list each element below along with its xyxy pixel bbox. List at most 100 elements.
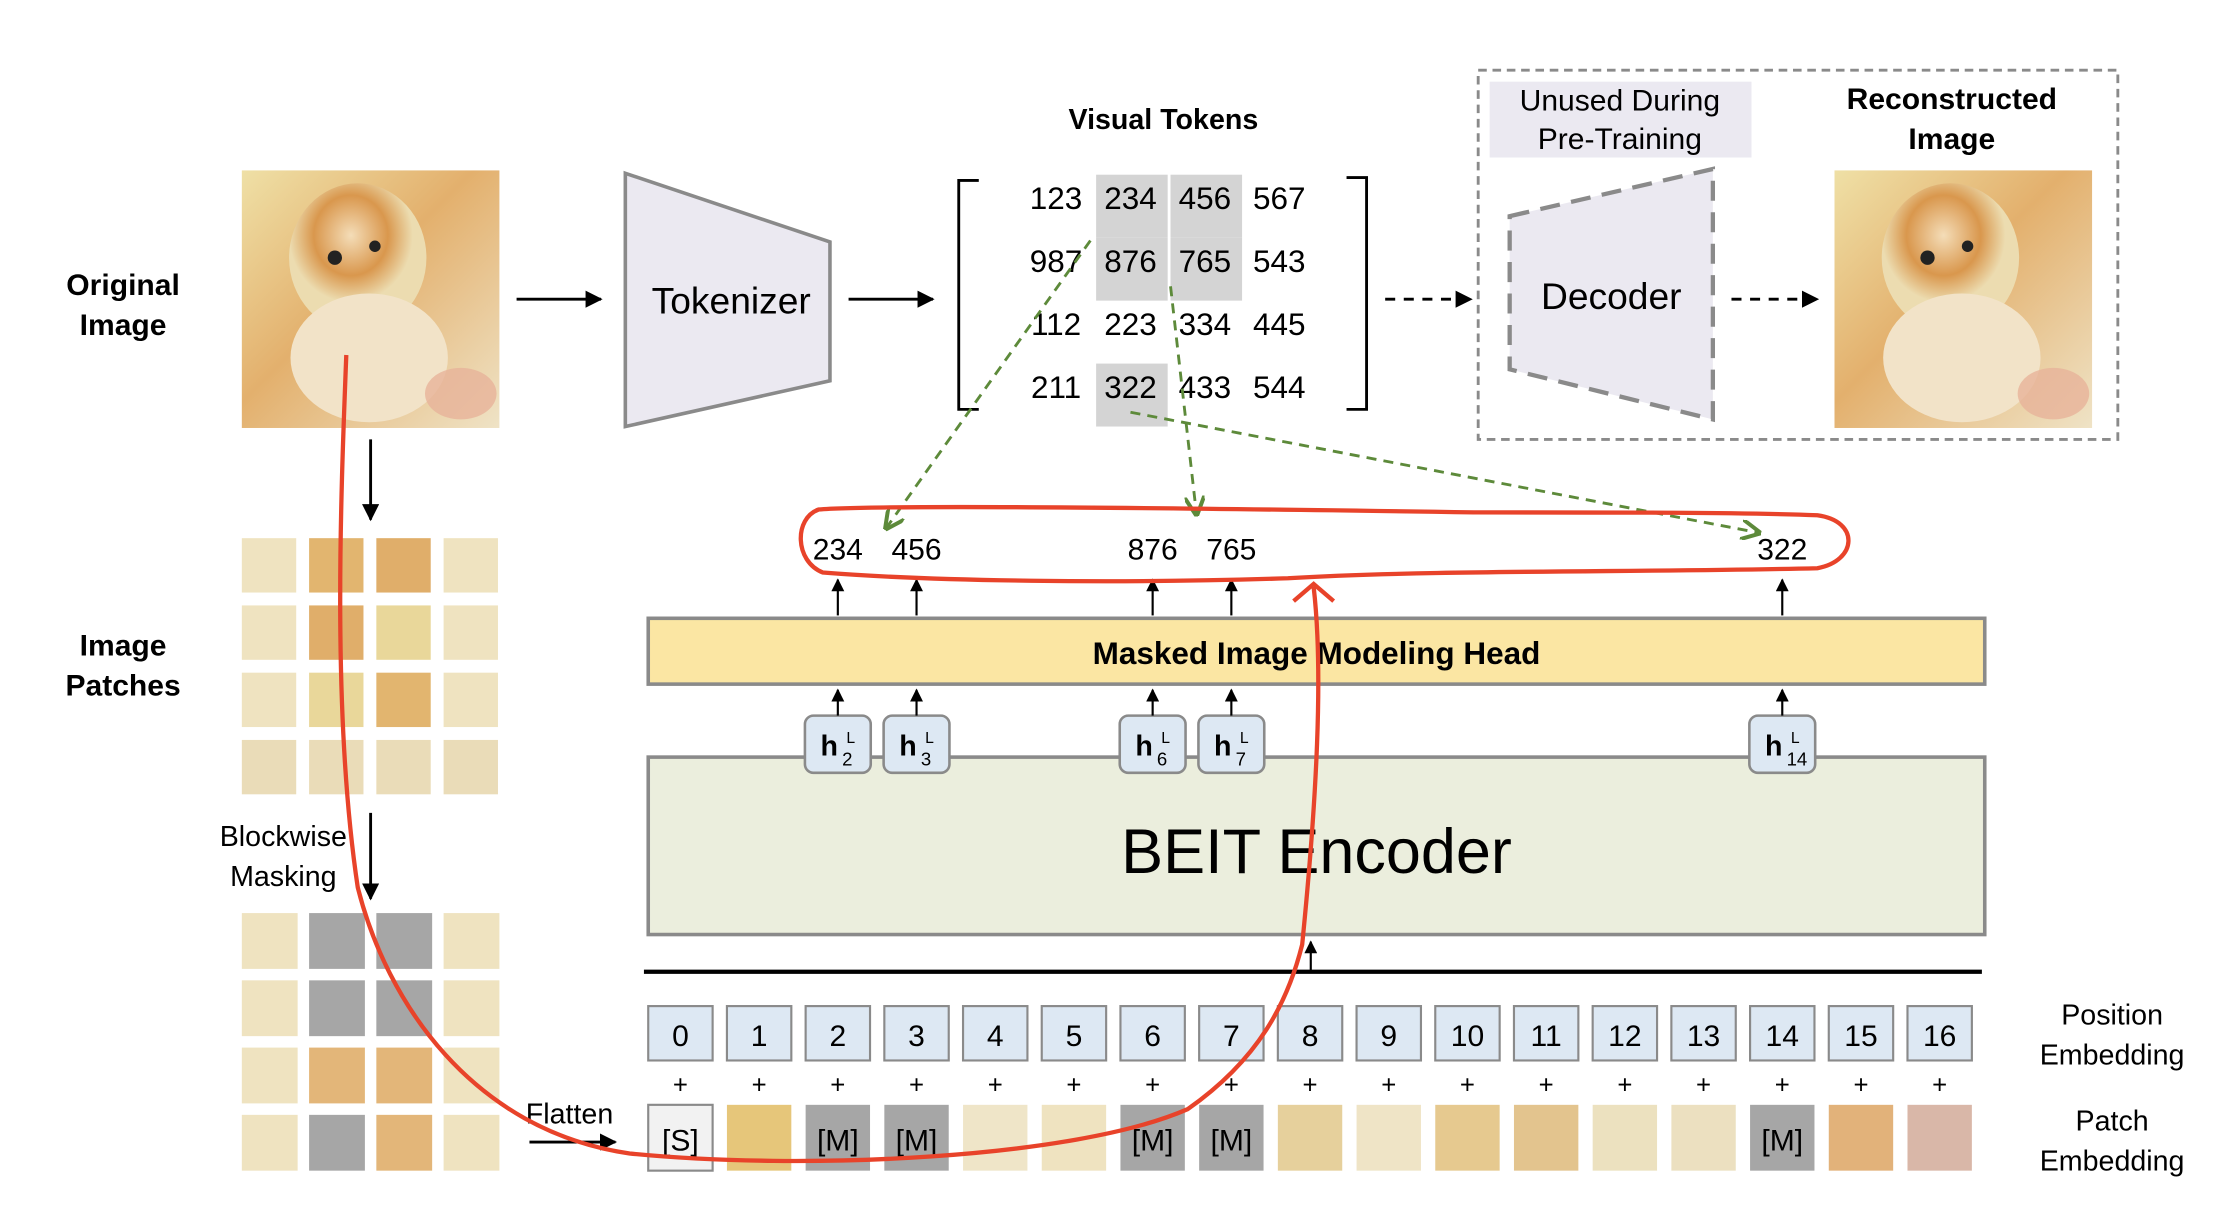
token-cell: 543 (1253, 244, 1306, 279)
position-embedding-box: 2 (804, 1005, 872, 1062)
image-patch (241, 605, 297, 660)
patch-embedding-label-line2: Embedding (2040, 1146, 2185, 1178)
token-cell: 876 (1104, 244, 1157, 279)
patch-embedding (1356, 1104, 1421, 1171)
red-arrowhead (1292, 581, 1336, 603)
predicted-token: 876 (1128, 534, 1178, 567)
plus-sign: + (988, 1071, 1003, 1099)
image-patch (376, 605, 431, 660)
image-patch (309, 672, 364, 728)
position-index: 4 (987, 1020, 1004, 1053)
plus-sign: + (1775, 1071, 1790, 1099)
image-patch-grid (241, 538, 498, 795)
mask-token: [M] (817, 1125, 859, 1158)
masked-patch-grid (241, 913, 500, 1171)
decoder-label: Decoder (1541, 275, 1682, 317)
position-embedding-box: 12 (1591, 1005, 1659, 1062)
visible-patch (309, 1047, 365, 1104)
hidden-state-sub: 2 (842, 749, 852, 770)
position-index: 10 (1451, 1020, 1484, 1053)
image-patch (309, 538, 364, 593)
position-index: 9 (1380, 1020, 1397, 1053)
visible-patch (241, 913, 298, 969)
position-index: 13 (1687, 1020, 1720, 1053)
position-index: 3 (908, 1020, 925, 1053)
red-loop (798, 504, 1851, 584)
image-patch (443, 739, 498, 795)
position-index: 11 (1531, 1020, 1562, 1053)
patch-embedding (1828, 1104, 1894, 1171)
token-highlight (1096, 174, 1168, 238)
tokenizer-block: Tokenizer (623, 170, 832, 429)
original-image-label-line1: Original (66, 269, 180, 302)
token-cell: 123 (1030, 181, 1083, 216)
position-index: 5 (1066, 1020, 1083, 1053)
plus-sign: + (1853, 1071, 1868, 1099)
plus-sign: + (1303, 1071, 1318, 1099)
token-cell: 211 (1031, 370, 1081, 405)
image-patches-label-line2: Patches (65, 670, 180, 703)
position-embedding-box: 5 (1040, 1005, 1108, 1062)
image-patch (241, 672, 297, 728)
token-cell: 322 (1104, 370, 1157, 405)
mask-token: [M] (1132, 1125, 1174, 1158)
encoder-label: BEIT Encoder (1121, 817, 1512, 887)
predicted-token: 765 (1206, 534, 1256, 567)
patch-embedding (1513, 1104, 1579, 1171)
reconstructed-label-line2: Image (1908, 123, 1995, 156)
masked-patch (309, 1114, 365, 1171)
hidden-state-label: h (1214, 731, 1231, 763)
start-token: [S] (662, 1125, 699, 1158)
beit-encoder: BEIT Encoder (646, 755, 1987, 937)
visible-patch (241, 980, 298, 1037)
position-index: 7 (1223, 1020, 1240, 1053)
position-index: 12 (1608, 1020, 1641, 1053)
token-cell: 223 (1104, 307, 1157, 342)
plus-sign: + (909, 1071, 924, 1099)
left-bracket (957, 178, 979, 411)
visible-patch (443, 980, 500, 1037)
plus-sign: + (1539, 1071, 1554, 1099)
position-index: 6 (1144, 1020, 1161, 1053)
position-embedding-label-line1: Position (2061, 1000, 2163, 1032)
image-patch (376, 672, 431, 728)
hidden-state-label: h (821, 731, 838, 763)
patch-embedding (1277, 1104, 1343, 1171)
image-patch (443, 605, 498, 660)
tokenizer-shape (623, 170, 832, 429)
visible-patch (443, 913, 500, 969)
position-embedding-box: 6 (1119, 1005, 1186, 1062)
visible-patch (443, 1114, 500, 1171)
image-patch (241, 538, 297, 593)
unused-label-bg (1489, 81, 1752, 158)
predicted-token: 234 (813, 534, 863, 567)
red-curve (338, 354, 1321, 1164)
hidden-state-sub: 3 (921, 749, 931, 770)
mask-token: [M] (896, 1125, 938, 1158)
plus-sign: + (1932, 1071, 1947, 1099)
original-image (241, 170, 500, 428)
red-annotation (338, 354, 1851, 1164)
token-cell: 445 (1253, 307, 1306, 342)
plus-sign: + (1145, 1071, 1160, 1099)
predicted-token: 322 (1757, 534, 1807, 567)
plus-sign: + (1617, 1071, 1632, 1099)
position-embedding-box: 13 (1670, 1005, 1737, 1062)
tokenizer-label: Tokenizer (652, 280, 811, 322)
visible-patch (376, 1047, 433, 1104)
token-cell: 765 (1179, 244, 1232, 279)
token-cell: 456 (1179, 181, 1232, 216)
visible-patch (241, 1114, 298, 1171)
position-embedding-box: 16 (1906, 1005, 1973, 1062)
masked-patch (309, 980, 365, 1037)
position-embedding-box: 1 (725, 1005, 793, 1062)
token-cell: 433 (1179, 370, 1232, 405)
image-patch (309, 739, 364, 795)
